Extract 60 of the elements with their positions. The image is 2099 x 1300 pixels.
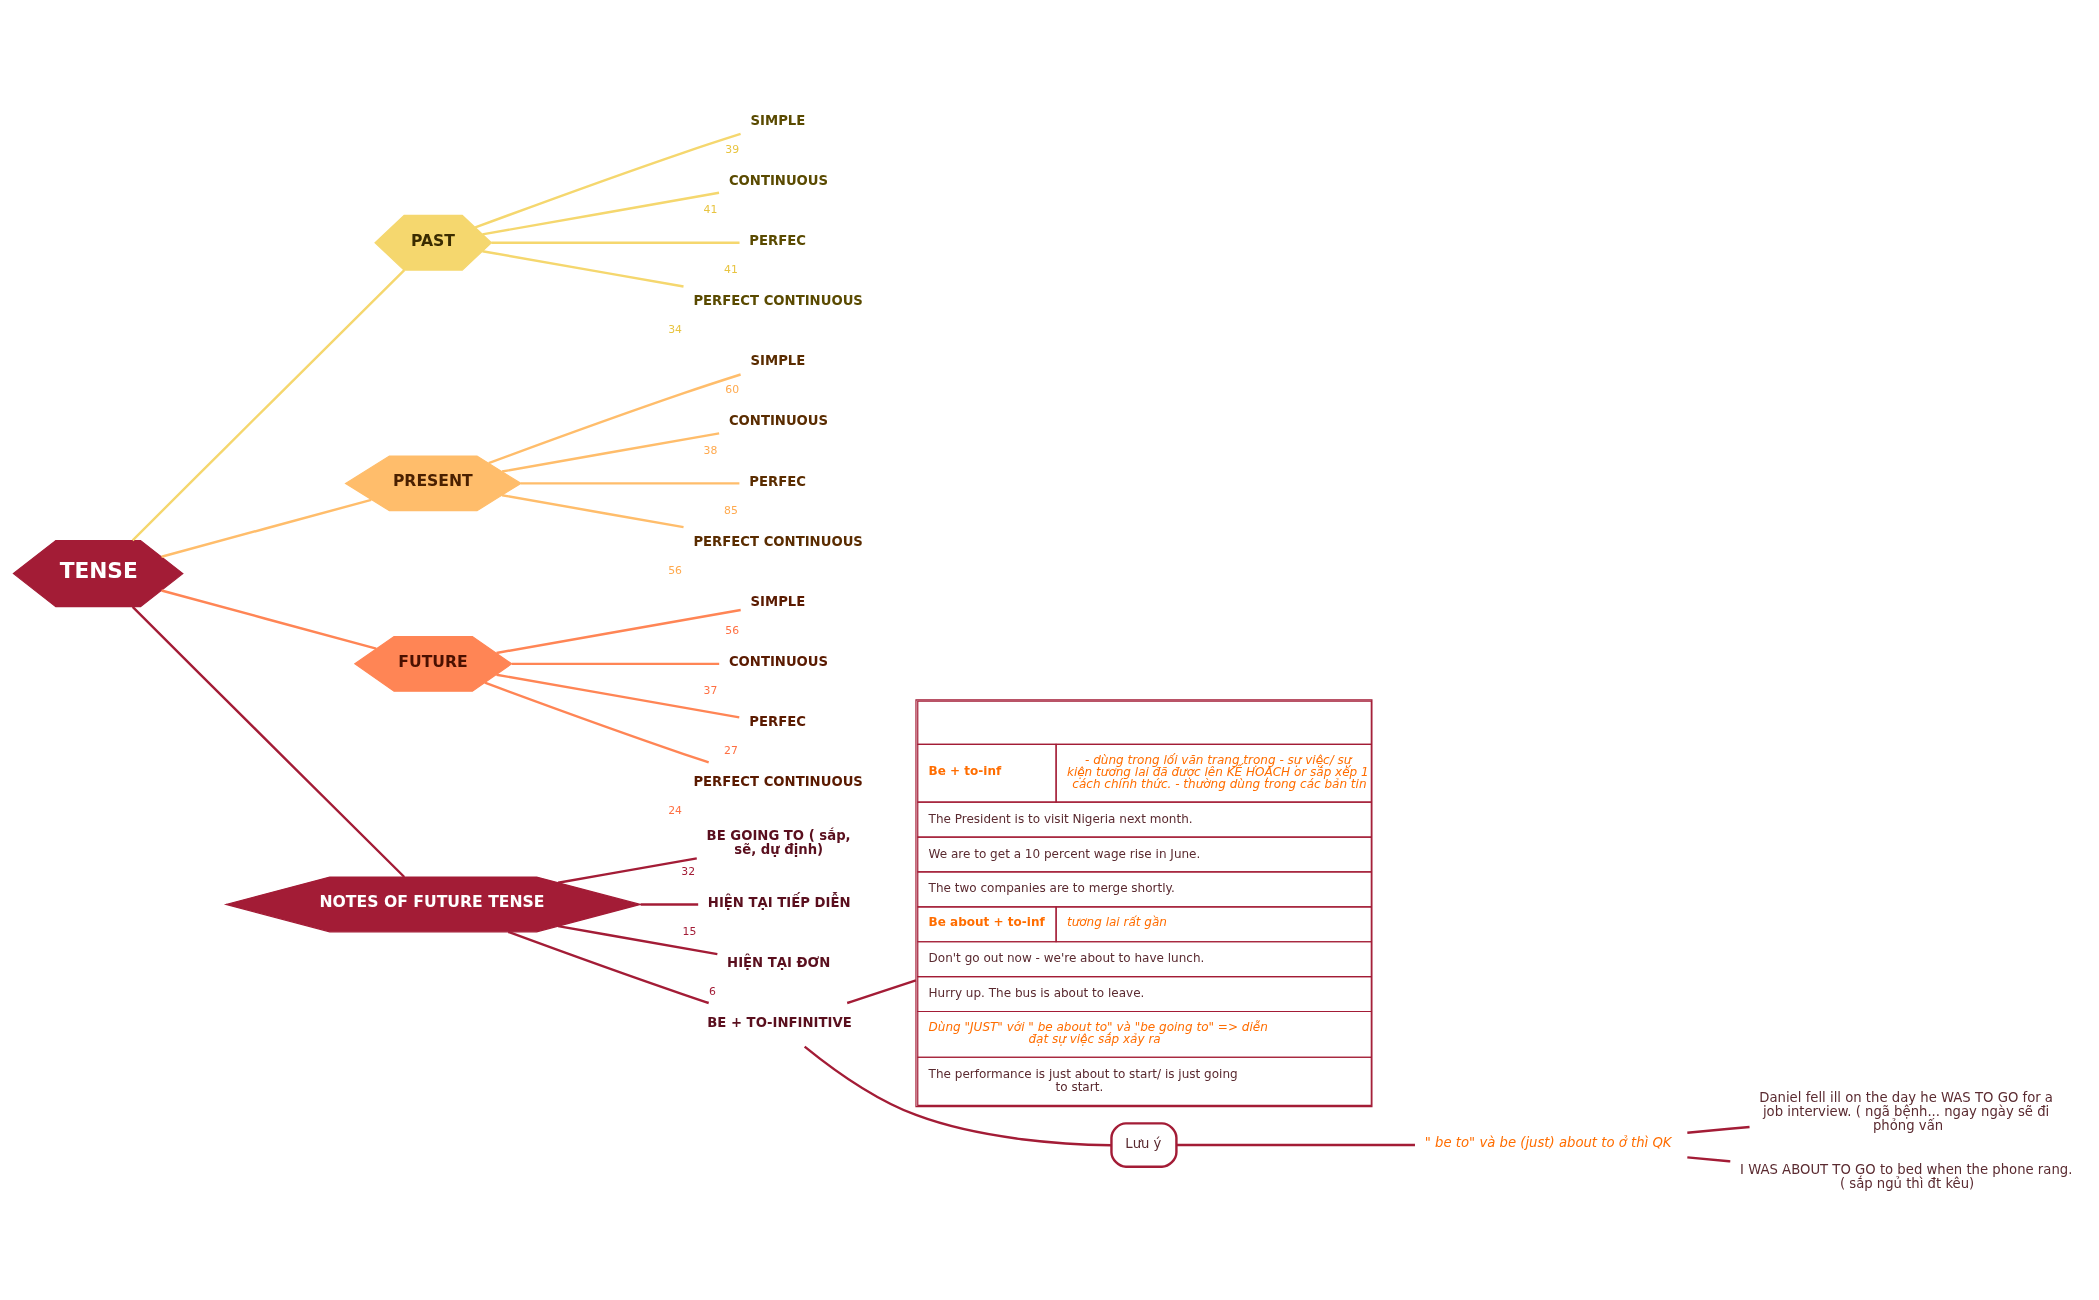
node-text: SIMPLE <box>750 353 806 369</box>
node-box: Lưu ý <box>1110 1122 1178 1168</box>
connector <box>507 930 710 1005</box>
node-label: 27 <box>724 744 738 758</box>
node-text: SIMPLE <box>750 593 806 609</box>
node-text: I WAS ABOUT TO GO to bed when the phone rang. ( sắp ngủ thì đt kêu) <box>1740 1161 2073 1192</box>
node-text: Daniel fell ill on the day he WAS TO GO for a job interview. ( ngã bệnh... ngay ngày sẽ đi phỏng vấn <box>1759 1089 2053 1134</box>
node-label: 24 <box>668 804 682 818</box>
node-text: PERFEC <box>749 473 807 489</box>
node-label: 32 <box>681 864 696 878</box>
connector <box>491 241 740 244</box>
node-label: 56 <box>725 624 740 637</box>
node-text: CONTINUOUS <box>728 172 829 188</box>
node-label: 41 <box>703 202 718 216</box>
connector <box>496 673 740 719</box>
connector <box>488 373 741 465</box>
node-text: PERFEC <box>749 232 807 248</box>
node-text: CONTINUOUS <box>728 413 829 429</box>
node-text: HIỆN TẠI ĐƠN <box>727 954 831 970</box>
connector <box>482 250 684 288</box>
connector <box>1176 1143 1415 1147</box>
node-label: 56 <box>668 563 682 577</box>
connector <box>161 589 377 650</box>
connector <box>640 903 699 906</box>
node-label: 85 <box>724 503 738 517</box>
node-label: 39 <box>725 142 740 156</box>
connector <box>501 494 684 529</box>
connector <box>484 681 710 764</box>
node-label: 37 <box>703 684 718 698</box>
connector <box>501 432 720 473</box>
connector <box>803 1045 1112 1147</box>
node-text: PERFECT CONTINUOUS <box>693 533 863 549</box>
connector <box>846 979 917 1005</box>
node-text: BE + TO-INFINITIVE <box>707 1014 852 1030</box>
connector <box>131 269 406 542</box>
connector <box>1687 1156 1731 1163</box>
node-label: 41 <box>724 263 738 277</box>
node-text: SIMPLE <box>750 112 806 128</box>
node-text: PERFECT CONTINUOUS <box>693 293 863 309</box>
node-text: BE GOING TO ( sắp, sẽ, dự định) <box>706 828 851 857</box>
connector <box>557 857 697 884</box>
node-label: 34 <box>668 323 682 337</box>
connector <box>557 924 718 956</box>
node-label: 60 <box>725 383 740 397</box>
connector <box>482 191 720 236</box>
node-text: PERFECT CONTINUOUS <box>693 774 863 790</box>
connector <box>511 662 720 666</box>
node-label: 15 <box>682 924 697 938</box>
connector <box>520 482 740 485</box>
connector <box>1687 1125 1750 1134</box>
connector <box>161 498 372 558</box>
node-label: 38 <box>703 443 718 457</box>
connector <box>474 132 741 229</box>
connector <box>496 608 741 655</box>
node-text: PERFEC <box>749 714 807 730</box>
node-text: HIỆN TẠI TIẾP DIỄN <box>707 894 851 910</box>
node-label: 6 <box>709 984 716 998</box>
node-text: " be to" và be (just) about to ở thì QK <box>1424 1135 1672 1151</box>
connector <box>131 606 406 878</box>
node-text: CONTINUOUS <box>728 654 829 669</box>
